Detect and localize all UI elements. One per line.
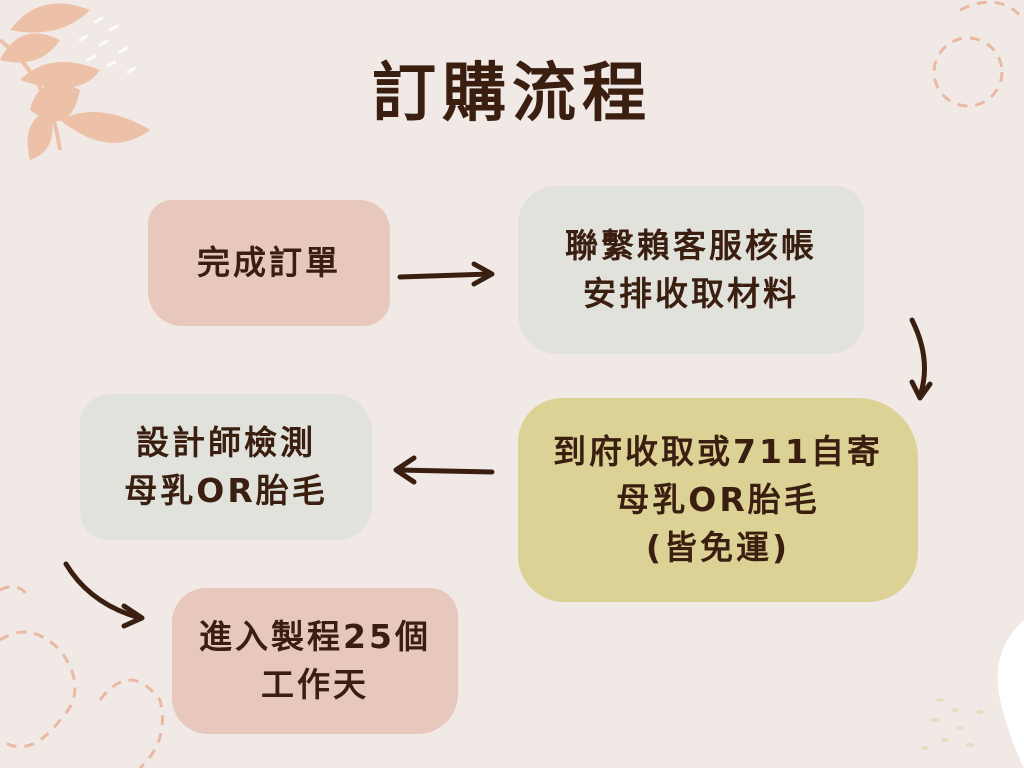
arrow-left-icon xyxy=(393,455,495,485)
step-text: 工作天 xyxy=(261,665,369,704)
step-text: 母乳OR胎毛 xyxy=(616,480,820,520)
step-material-pickup: 到府收取或711自寄 母乳OR胎毛 (皆免運) xyxy=(518,398,918,602)
dashed-arc-icon xyxy=(0,585,164,768)
step-text: 設計師檢測 xyxy=(136,423,316,463)
step-contact-service: 聯繫賴客服核帳 安排收取材料 xyxy=(518,186,864,354)
step-text: 母乳OR胎毛 xyxy=(124,471,328,510)
step-text: 聯繫賴客服核帳 xyxy=(565,226,817,266)
step-text: 完成訂單 xyxy=(197,243,341,283)
dashed-circle-icon xyxy=(932,0,1024,108)
leaf-branch-icon xyxy=(0,3,150,160)
arrow-down-curved-icon xyxy=(909,317,933,401)
leaf-icon xyxy=(997,620,1024,768)
step-text: 進入製程25個 xyxy=(199,617,431,657)
step-designer-check: 設計師檢測 母乳OR胎毛 xyxy=(80,394,372,540)
step-complete-order: 完成訂單 xyxy=(148,200,390,326)
step-text: 安排收取材料 xyxy=(583,274,799,313)
arrow-curved-right-icon xyxy=(63,561,145,629)
step-text: 到府收取或711自寄 xyxy=(553,432,883,472)
arrow-right-icon xyxy=(397,261,495,287)
step-production: 進入製程25個 工作天 xyxy=(172,588,458,734)
step-text: (皆免運) xyxy=(645,527,791,567)
page-title: 訂購流程 xyxy=(372,57,652,131)
